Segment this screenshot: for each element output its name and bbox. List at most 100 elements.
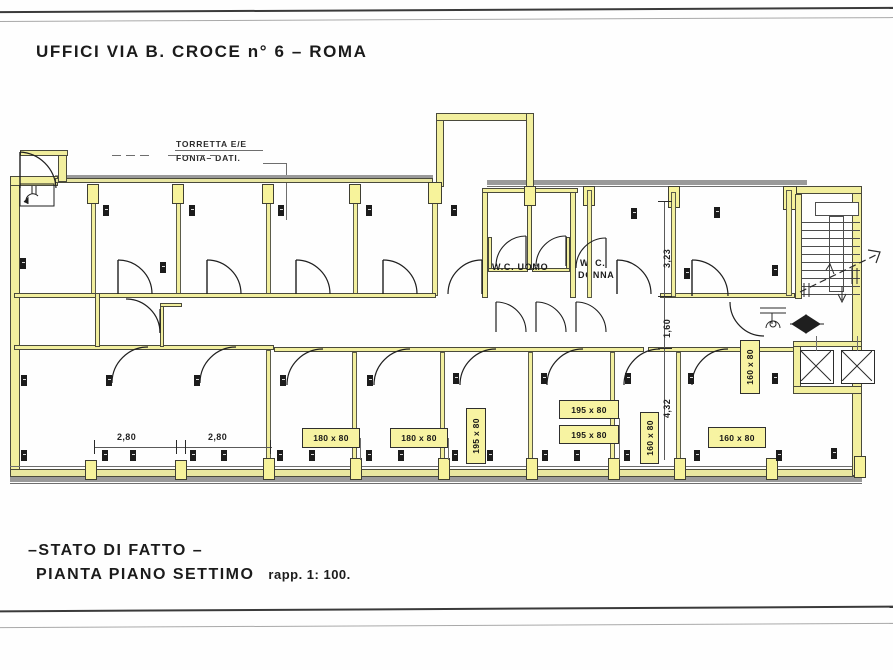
stair-step-7 bbox=[802, 270, 860, 271]
pilaster-north-4 bbox=[349, 184, 361, 204]
stair-step-6 bbox=[802, 262, 860, 263]
wall-exterior-north-mid bbox=[55, 178, 433, 183]
entry-dash-6 bbox=[196, 155, 205, 156]
window-pilaster-s7 bbox=[608, 458, 620, 480]
wall-corridor-south-mid bbox=[274, 347, 644, 352]
socket-marker bbox=[487, 450, 493, 461]
pilaster-north-2 bbox=[172, 184, 184, 204]
chip-stem-b bbox=[448, 438, 449, 460]
room-label-wc-donna-1: W. C. bbox=[580, 258, 606, 268]
elevator-door-line-left bbox=[816, 336, 817, 351]
door-south-office-1 bbox=[110, 345, 152, 387]
pilaster-north-5 bbox=[428, 182, 442, 204]
dimension-tick-mid-a bbox=[176, 440, 178, 454]
south-wall-outer-line bbox=[10, 483, 862, 484]
partition-south-7 bbox=[676, 352, 681, 470]
stair-step-10 bbox=[802, 294, 860, 295]
socket-marker bbox=[625, 373, 631, 384]
door-south-office-8 bbox=[690, 347, 732, 389]
stair-step-1 bbox=[802, 222, 860, 223]
socket-marker bbox=[21, 450, 27, 461]
door-south-office-4 bbox=[372, 347, 414, 389]
window-pilaster-s3 bbox=[263, 458, 275, 480]
chip-195x80-vertical-text: 195 x 80 bbox=[471, 418, 481, 454]
entry-dash-3 bbox=[140, 155, 149, 156]
chip-180x80-b: 180 x 80 bbox=[390, 428, 448, 448]
page-title: UFFICI VIA B. CROCE n° 6 – ROMA bbox=[36, 42, 368, 61]
dimension-label-1-60: 1,60 bbox=[662, 318, 672, 338]
socket-marker bbox=[278, 205, 284, 216]
socket-marker bbox=[277, 450, 283, 461]
wall-projection-east bbox=[526, 113, 534, 187]
dimension-tick-left bbox=[94, 440, 96, 454]
socket-marker bbox=[684, 268, 690, 279]
socket-marker bbox=[280, 375, 286, 386]
partition-east-2 bbox=[671, 192, 676, 297]
wall-corridor-north-left bbox=[14, 293, 96, 298]
stair-tick-left bbox=[799, 282, 817, 298]
stair-step-4 bbox=[802, 246, 860, 247]
window-pilaster-s10 bbox=[854, 456, 866, 478]
socket-marker bbox=[160, 262, 166, 273]
note-leader-vertical bbox=[286, 163, 287, 220]
door-north-office-5 bbox=[446, 258, 486, 298]
socket-marker bbox=[194, 375, 200, 386]
chip-195x80-upper: 195 x 80 bbox=[559, 400, 619, 419]
door-wc-uomo-stall bbox=[534, 234, 568, 268]
socket-marker bbox=[366, 450, 372, 461]
dimension-tick-mid-b bbox=[185, 440, 187, 454]
stair-step-8 bbox=[802, 278, 860, 279]
socket-marker bbox=[688, 373, 694, 384]
stair-step-3 bbox=[802, 238, 860, 239]
socket-marker bbox=[772, 373, 778, 384]
wall-exterior-east bbox=[852, 188, 862, 476]
dimension-label-2-80-right: 2,80 bbox=[208, 432, 228, 442]
wall-wc-antechamber-left bbox=[488, 237, 492, 269]
door-entry-northwest bbox=[18, 150, 64, 192]
sheet-border-top-faint bbox=[0, 17, 893, 22]
window-pilaster-s1 bbox=[85, 460, 97, 480]
dimension-label-2-80-left: 2,80 bbox=[117, 432, 137, 442]
sheet-border-bottom-dark bbox=[0, 605, 893, 612]
socket-marker bbox=[309, 450, 315, 461]
wall-projection-north bbox=[436, 113, 534, 121]
stair-step-9 bbox=[802, 286, 860, 287]
entry-dash-2 bbox=[126, 155, 135, 156]
door-north-office-4 bbox=[381, 258, 421, 298]
note-leader-horizontal bbox=[263, 163, 287, 164]
dimension-tick-right bbox=[270, 440, 272, 454]
chip-stem-c bbox=[619, 418, 620, 460]
socket-marker bbox=[772, 265, 778, 276]
socket-marker bbox=[221, 450, 227, 461]
entry-dash-5 bbox=[182, 155, 191, 156]
socket-marker bbox=[189, 205, 195, 216]
door-wc-uomo-lower-1 bbox=[494, 300, 528, 334]
entry-dash-1 bbox=[112, 155, 121, 156]
socket-marker bbox=[366, 205, 372, 216]
wall-core-west bbox=[795, 194, 802, 299]
window-pilaster-s2 bbox=[175, 460, 187, 480]
door-north-office-6 bbox=[615, 258, 655, 298]
socket-marker bbox=[398, 450, 404, 461]
stair-step-5 bbox=[802, 254, 860, 255]
note-torretta-line1: TORRETTA E/E bbox=[176, 139, 247, 149]
socket-marker bbox=[106, 375, 112, 386]
dimension-label-3-23: 3,23 bbox=[662, 248, 672, 268]
door-south-office-2 bbox=[198, 345, 240, 387]
door-wc-donna-stall bbox=[574, 236, 608, 270]
wall-projection-west bbox=[436, 113, 444, 187]
room-label-wc-uomo: W.C. UOMO bbox=[492, 262, 549, 272]
socket-marker bbox=[103, 205, 109, 216]
socket-marker bbox=[831, 448, 837, 459]
socket-marker bbox=[541, 373, 547, 384]
sheet-border-bottom-faint bbox=[0, 622, 893, 629]
pilaster-north-3 bbox=[262, 184, 274, 204]
socket-marker bbox=[574, 450, 580, 461]
partition-east-3 bbox=[786, 190, 792, 296]
door-entry-inner-symbol bbox=[18, 182, 58, 214]
dimension-label-4-32: 4,32 bbox=[662, 398, 672, 418]
socket-marker bbox=[102, 450, 108, 461]
partition-south-3 bbox=[352, 352, 357, 470]
door-south-office-6 bbox=[545, 347, 587, 389]
